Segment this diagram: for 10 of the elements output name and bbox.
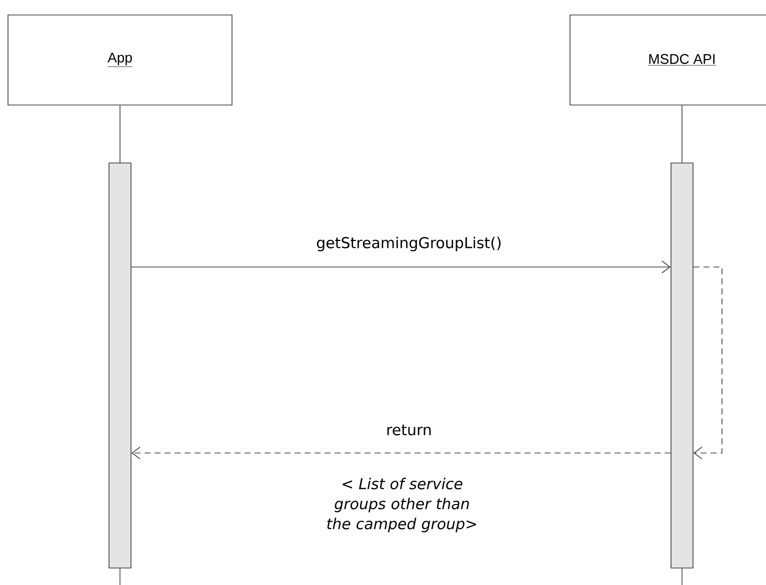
lifeline-box: App	[8, 14, 232, 106]
message-arrow	[131, 260, 671, 274]
message-label: return	[385, 424, 433, 436]
activation-bar	[670, 162, 694, 568]
return-arrow	[131, 446, 671, 460]
message-label: getStreamingGroupList()	[315, 236, 503, 252]
self-message-arrow	[693, 266, 722, 460]
activation-bar	[108, 162, 132, 568]
return-value-note: < List of service groups other than the camped group>	[327, 478, 476, 532]
lifeline-box: MSDC API	[570, 14, 766, 106]
